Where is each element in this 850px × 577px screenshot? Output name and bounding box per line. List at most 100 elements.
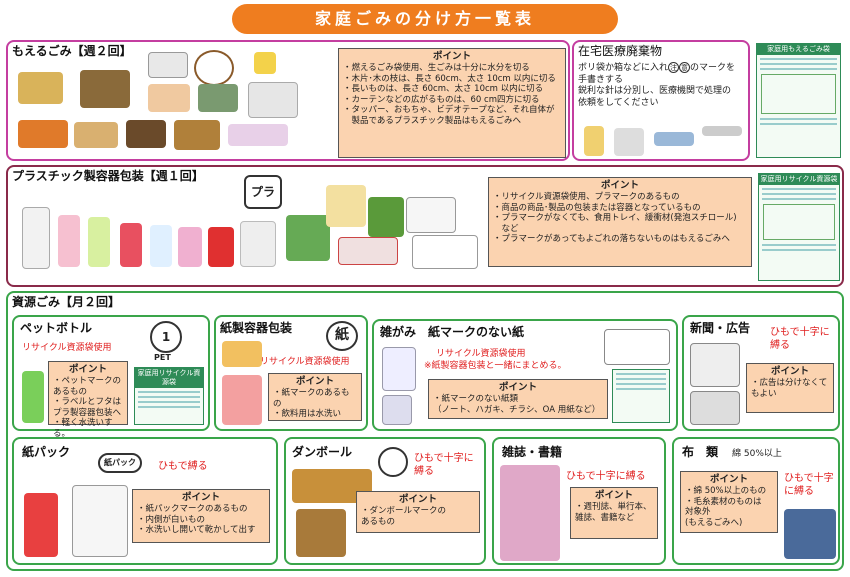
nuno-point-title: ポイント <box>709 474 748 485</box>
shinbun-point-title: ポイント <box>770 366 809 377</box>
kamipack-point-item: ・内側が白いもの <box>137 514 206 525</box>
kamipack-point-item: ・紙パックマークのあるもの <box>137 503 248 514</box>
danboru-heading: ダンボール <box>292 445 353 459</box>
bottle-illustration <box>88 217 110 267</box>
pet-heading: ペットボトル <box>20 321 93 335</box>
plastic-point-title: ポイント <box>600 180 639 191</box>
bottle-illustration <box>150 225 172 267</box>
pet-point-title: ポイント <box>68 364 107 375</box>
shigen-heading: 資源ごみ【月２回】 <box>12 295 121 309</box>
package-illustration <box>240 221 276 267</box>
glove-illustration <box>174 120 220 150</box>
pet-note: リサイクル資源袋使用 <box>22 343 112 353</box>
plastic-point-box: ポイント ・リサイクル資源袋使用、プラマークのあるもの ・商品の商品･製品の包装… <box>488 177 752 267</box>
kamipack-point-item: ・水洗いし開いて乾かして出す <box>137 525 256 536</box>
danboru-point-item: あるもの <box>361 516 396 527</box>
moeru-point-item: ・タッパー、おもちゃ、ビデオテープなど、それ自体が <box>343 105 555 116</box>
bottle-illustration <box>584 126 604 156</box>
postcard-illustration <box>604 329 670 365</box>
page-title: 家庭ごみの分け方一覧表 <box>232 4 618 34</box>
food-waste-illustration <box>18 72 63 104</box>
card-shinbun: 新聞・広告 ひもで十字に縛る ポイント ・広告は分けなくてもよい <box>682 315 840 431</box>
notebook-illustration <box>382 347 416 391</box>
moeru-point-title: ポイント <box>432 51 471 62</box>
magazine-stack-illustration <box>500 465 560 561</box>
cloth-illustration <box>248 82 298 118</box>
pla-mark-icon: プラ <box>244 175 282 209</box>
paper-illustration <box>382 395 412 425</box>
nuno-point-item: ・毛糸素材のものは <box>685 496 762 507</box>
card-kamipack: 紙パック 紙パック ひもで縛る ポイント ・紙パックマークのあるもの ・内側が白… <box>12 437 278 565</box>
recycle-bag-title: 家庭用リサイクル資源袋 <box>759 174 839 185</box>
kamipack-heading: 紙パック <box>22 445 71 459</box>
pet-bottle-illustration <box>22 371 44 423</box>
tube-illustration <box>654 132 694 146</box>
card-kamiyoki: 紙製容器包装 紙 リサイクル資源袋使用 ポイント ・紙マークのあるもの ・飲料用… <box>214 315 368 431</box>
nuno-subheading: 綿 50%以上 <box>732 449 782 459</box>
container-illustration <box>406 197 456 233</box>
zatsugami-point-item: ・紙マークのない紙類 <box>433 393 519 404</box>
bottle-illustration <box>178 227 202 267</box>
plastic-point-item: ・リサイクル資源袋使用、プラマークのあるもの <box>493 191 680 202</box>
tray-illustration <box>338 237 398 265</box>
iryo-text-3: 手書きする <box>578 74 624 85</box>
plastic-heading: プラスチック製容器包装【週１回】 <box>12 169 204 183</box>
milk-carton-illustration <box>24 493 58 557</box>
card-danboru: ダンボール ひもで十字に縛る ポイント ・ダンボールマークの あるもの <box>284 437 486 565</box>
hangers-illustration <box>228 124 288 146</box>
foam-box-illustration <box>412 235 478 269</box>
iryo-text-2: のマークを <box>690 63 736 73</box>
kamipack-mark-icon: 紙パック <box>98 453 142 473</box>
caution-mark: 注 <box>668 62 680 73</box>
diaper-illustration <box>148 84 190 112</box>
syringe-illustration <box>702 126 742 136</box>
zasshi-note: ひもで十字に縛る <box>566 471 646 482</box>
card-nuno: 布 類 綿 50%以上 ポイント ・綿 50%以上のもの ・毛糸素材のものは 対… <box>672 437 840 565</box>
zatsugami-point-title: ポイント <box>498 382 537 393</box>
zasshi-heading: 雑誌・書籍 <box>502 445 563 459</box>
moeru-point-item: ・カーテンなどの広がるものは、60 cm四方に切る <box>343 94 540 105</box>
iryo-text-1: ボリ袋か箱などに入れ <box>578 63 669 73</box>
kamiyoki-point-item: ・紙マークのあるもの <box>273 387 350 409</box>
danboru-point-item: ・ダンボールマークの <box>361 505 447 516</box>
shinbun-note: ひもで十字に縛る <box>770 327 830 351</box>
kami-mark-icon: 紙 <box>326 321 358 351</box>
videotape-illustration <box>148 52 188 78</box>
danboru-point-title: ポイント <box>398 494 437 505</box>
cup-illustration <box>208 227 234 267</box>
kamiyoki-point-title: ポイント <box>295 376 334 387</box>
card-pet: ペットボトル 1 PET リサイクル資源袋使用 ポイント ・ペットマークのあるも… <box>12 315 210 439</box>
section-shigen: 資源ごみ【月２回】 ペットボトル 1 PET リサイクル資源袋使用 ポイント ・… <box>6 291 844 571</box>
zatsugami-point-box: ポイント ・紙マークのない紙類 （ノート、ハガキ、チラシ、OA 用紙など） <box>428 379 608 419</box>
danboru-point-box: ポイント ・ダンボールマークの あるもの <box>356 491 480 533</box>
nuno-note: ひもで十字に縛る <box>784 473 834 497</box>
zasshi-point-title: ポイント <box>594 490 633 501</box>
moeru-bag-title: 家庭用もえるごみ袋 <box>757 44 840 55</box>
bag-illustration <box>326 185 366 227</box>
zatsugami-bag-image <box>612 369 670 423</box>
kamipack-point-title: ポイント <box>181 492 220 503</box>
bottle-illustration <box>120 223 142 267</box>
zatsugami-point-item: （ノート、ハガキ、チラシ、OA 用紙など） <box>433 404 601 415</box>
opened-carton-illustration <box>72 485 128 557</box>
pet-recycle-icon: 1 <box>150 321 182 353</box>
nuno-point-item: (もえるごみへ) <box>685 517 743 528</box>
clothes-bundle-illustration <box>784 509 836 559</box>
plastic-point-item: など <box>493 223 519 234</box>
paper-box-illustration <box>222 341 262 367</box>
racket-illustration <box>194 50 234 86</box>
wood-basket-illustration <box>80 70 130 108</box>
section-moeru: もえるごみ【週２回】 ポイント ・燃えるごみ袋使用、生ごみは十分に水分を切る ・… <box>6 40 570 161</box>
kamiyoki-point-box: ポイント ・紙マークのあるもの ・飲料用は水洗い <box>268 373 362 421</box>
pet-bag-image: 家庭用リサイクル資源袋 <box>134 367 204 425</box>
moeru-point-item: 製品であるプラスチック製品はもえるごみへ <box>343 116 522 126</box>
shampoo-bottle-illustration <box>58 215 80 267</box>
leaves-illustration <box>18 120 68 148</box>
pet-point-item: ・ペットマークのあるもの <box>53 375 122 397</box>
nuno-heading: 布 類 <box>682 445 719 459</box>
cushion-illustration <box>198 84 238 112</box>
kamipack-point-box: ポイント ・紙パックマークのあるもの ・内側が白いもの ・水洗いし開いて乾かして… <box>132 489 270 543</box>
kamiyoki-point-item: ・飲料用は水洗い <box>273 409 342 420</box>
shinbun-heading: 新聞・広告 <box>690 321 751 335</box>
moeru-bag-image: 家庭用もえるごみ袋 <box>756 43 841 158</box>
